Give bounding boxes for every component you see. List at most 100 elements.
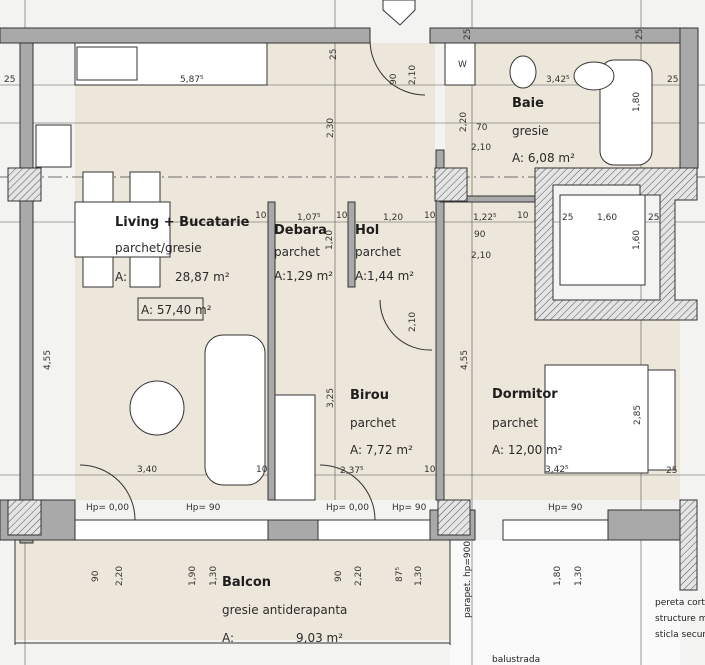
washing-machine: [444, 42, 476, 86]
dim-label: 25: [666, 466, 677, 476]
room-birou: Birou parchet A: 7,72 m²: [350, 388, 413, 457]
balcon-floor: [15, 540, 450, 640]
dim-label: 70: [476, 123, 488, 133]
washbasin-icon: [573, 61, 615, 91]
notes: balustrada parapet. hp=900 pereta cort s…: [463, 541, 705, 665]
room-floor: parchet: [274, 245, 320, 259]
room-floor: parchet: [492, 416, 538, 430]
door-swing: [319, 464, 376, 521]
dim-label: 1,30: [209, 566, 219, 586]
dim-label: 25: [635, 29, 645, 40]
dim-label: 2,10: [471, 143, 491, 153]
hp-label: Hp= 0,00: [326, 503, 369, 513]
dim-label: 1,22⁵: [473, 213, 497, 223]
dim-label: 87⁵: [395, 567, 405, 582]
hp-label: Hp= 90: [548, 503, 583, 513]
bed: [544, 364, 649, 474]
room-name: Hol: [355, 223, 379, 238]
sofa: [204, 334, 266, 486]
toilet-icon: [509, 55, 537, 89]
door-swing: [79, 464, 136, 521]
dim-label: 10: [517, 211, 529, 221]
room-floor: parchet/gresie: [115, 241, 202, 255]
room-floor: parchet: [350, 416, 396, 430]
room-living: Living + Bucatarie parchet/gresie A: 28,…: [115, 215, 250, 321]
dim-label: 2,10: [408, 65, 418, 85]
sink-icon: [76, 46, 138, 81]
room-hol: Hol parchet A:1,44 m²: [355, 223, 414, 283]
door-swing: [379, 299, 433, 351]
dim-label: 1,60: [632, 230, 642, 250]
room-name: Living + Bucatarie: [115, 215, 250, 230]
dim-label: 10: [255, 211, 267, 221]
room-floor: gresie: [512, 124, 549, 138]
wardrobe: [274, 394, 316, 501]
dim-label: 1,80: [553, 566, 563, 586]
area-prefix: A:: [115, 270, 127, 284]
dim-label: 90: [334, 570, 344, 582]
dim-label: 25: [329, 49, 339, 60]
dim-label: 1,20: [383, 213, 403, 223]
stove-icon: [35, 124, 72, 168]
nightstand: [647, 369, 676, 471]
dim-label: 25: [667, 75, 678, 85]
room-name: Birou: [350, 388, 389, 403]
room-floor: gresie antiderapanta: [222, 603, 347, 617]
dim-label: 10: [336, 211, 348, 221]
dim-label: 25: [648, 213, 659, 223]
room-name: Debara: [274, 223, 327, 238]
dim-label: 1,30: [414, 566, 424, 586]
room-area: A:1,29 m²: [274, 269, 333, 283]
room-area: A: 12,00 m²: [492, 443, 563, 457]
dim-label: 10: [424, 211, 436, 221]
dim-label: 2,85: [633, 405, 643, 425]
dim-label: 90: [91, 570, 101, 582]
dim-label: 3,42⁵: [546, 75, 570, 85]
dim-label: 3,25: [326, 388, 336, 408]
dim-label: 3,40: [137, 465, 157, 475]
hp-label: Hp= 90: [186, 503, 221, 513]
dim-label: 2,10: [471, 251, 491, 261]
room-name: Baie: [512, 96, 544, 111]
dim-label: 25: [4, 75, 15, 85]
dim-label: 25: [463, 29, 473, 40]
dim-label: 3,42⁵: [545, 465, 569, 475]
dim-label: 10: [424, 465, 436, 475]
dim-label: 90: [474, 230, 486, 240]
room-dormitor: Dormitor parchet A: 12,00 m²: [492, 387, 563, 457]
dim-label: 2,20: [354, 566, 364, 586]
dim-label: 2,20: [459, 112, 469, 132]
chair: [82, 256, 114, 288]
room-area: A:1,44 m²: [355, 269, 414, 283]
area-prefix: A:: [222, 631, 234, 645]
dining-table: [74, 201, 171, 258]
door-swing: [369, 39, 426, 96]
room-baie: Baie gresie A: 6,08 m²: [512, 96, 575, 165]
exterior-area: [450, 540, 680, 665]
window-dormitor[interactable]: [502, 519, 609, 541]
window-birou[interactable]: [317, 519, 431, 541]
window-living[interactable]: [74, 519, 269, 541]
room-floor: parchet: [355, 245, 401, 259]
parapet-note: parapet. hp=900: [463, 541, 473, 618]
chair: [129, 171, 161, 203]
round-table: [129, 380, 185, 436]
dim-label: 2,37⁵: [340, 466, 364, 476]
dim-label: 1,80: [632, 92, 642, 112]
curtain-wall-note: pereta cort: [655, 598, 705, 608]
room-debara: Debara parchet A:1,29 m²: [274, 223, 333, 283]
room-name: Dormitor: [492, 387, 558, 402]
dim-label: 2,20: [115, 566, 125, 586]
dim-label: 2,30: [326, 118, 336, 138]
dim-label: 4,55: [460, 350, 470, 370]
dim-label: 5,87⁵: [180, 75, 204, 85]
dim-label: 4,55: [43, 350, 53, 370]
room-area: 9,03 m²: [296, 631, 343, 645]
bathtub: [599, 59, 653, 166]
room-area: 28,87 m²: [175, 270, 230, 284]
dim-label: 1,30: [574, 566, 584, 586]
dim-label: 2,10: [408, 312, 418, 332]
chair: [129, 256, 161, 288]
total-area: A: 57,40 m²: [141, 303, 212, 317]
